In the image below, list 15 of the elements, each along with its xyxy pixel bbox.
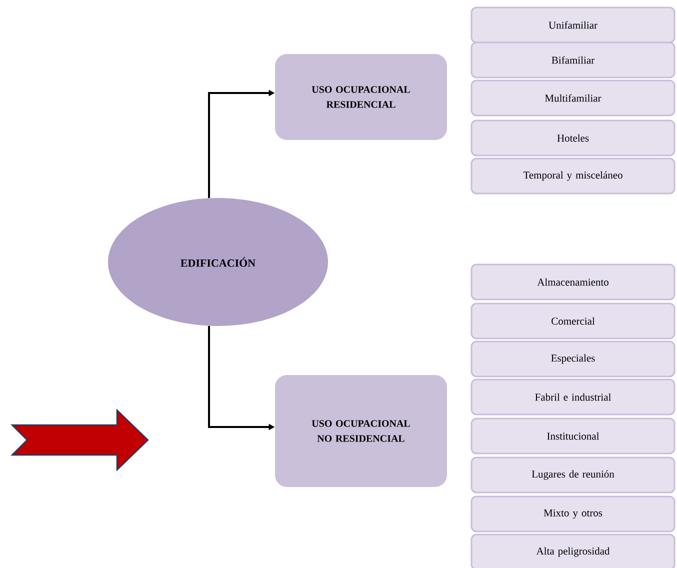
- list-item-box: Almacenamiento: [470, 264, 676, 300]
- category-box: USO OCUPACIONAL RESIDENCIAL: [275, 54, 447, 140]
- list-item-box: Especiales: [470, 340, 676, 378]
- list-item-box: Comercial: [470, 302, 676, 340]
- list-item-box: Institucional: [470, 418, 676, 454]
- list-item-box: Multifamiliar: [470, 80, 676, 116]
- list-item-box: Lugares de reunión: [470, 456, 676, 494]
- list-item-box: Temporal y misceláneo: [470, 158, 676, 194]
- list-item-box: Mixto y otros: [470, 496, 676, 532]
- category-box: USO OCUPACIONAL NO RESIDENCIAL: [275, 375, 447, 487]
- list-item-box: Fabril e industrial: [470, 378, 676, 416]
- list-item-box: Hoteles: [470, 120, 676, 156]
- list-item-box: Bifamiliar: [470, 42, 676, 78]
- list-item-box: Alta peligrosidad: [470, 534, 676, 568]
- list-item-box: Unifamiliar: [470, 6, 676, 44]
